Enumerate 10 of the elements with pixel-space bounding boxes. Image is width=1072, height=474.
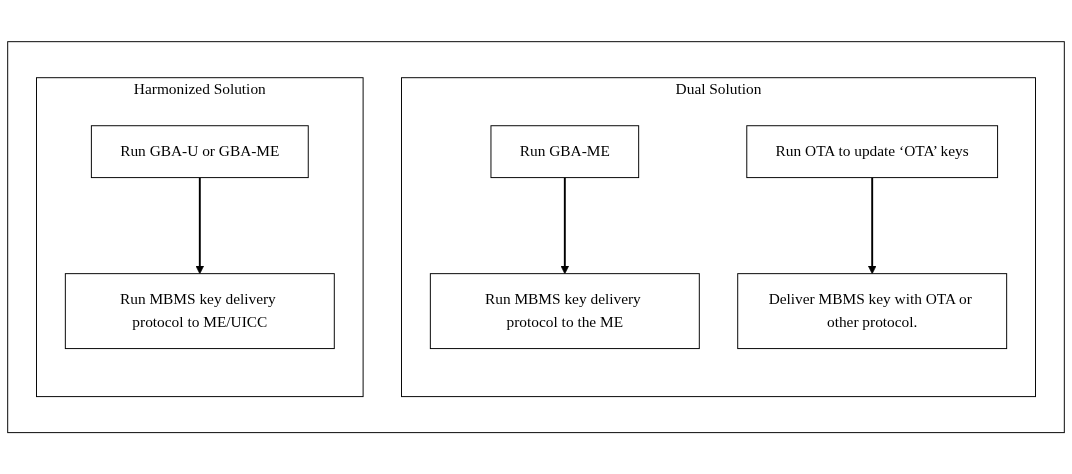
arrow (867, 176, 877, 274)
cluster (7, 41, 1065, 433)
arrow (560, 176, 570, 274)
arrow (195, 176, 205, 274)
node-box: Run GBA-ME (490, 125, 640, 178)
node-box: Deliver MBMS key with OTA or other protocol. (737, 273, 1008, 349)
node-box: Run MBMS key delivery protocol to the ME (429, 273, 700, 349)
node-box: Run OTA to update ‘OTA’ keys (746, 125, 999, 178)
node-box: Run MBMS key delivery protocol to ME/UICC (64, 273, 335, 349)
node-box: Run GBA-U or GBA-ME (90, 125, 309, 178)
